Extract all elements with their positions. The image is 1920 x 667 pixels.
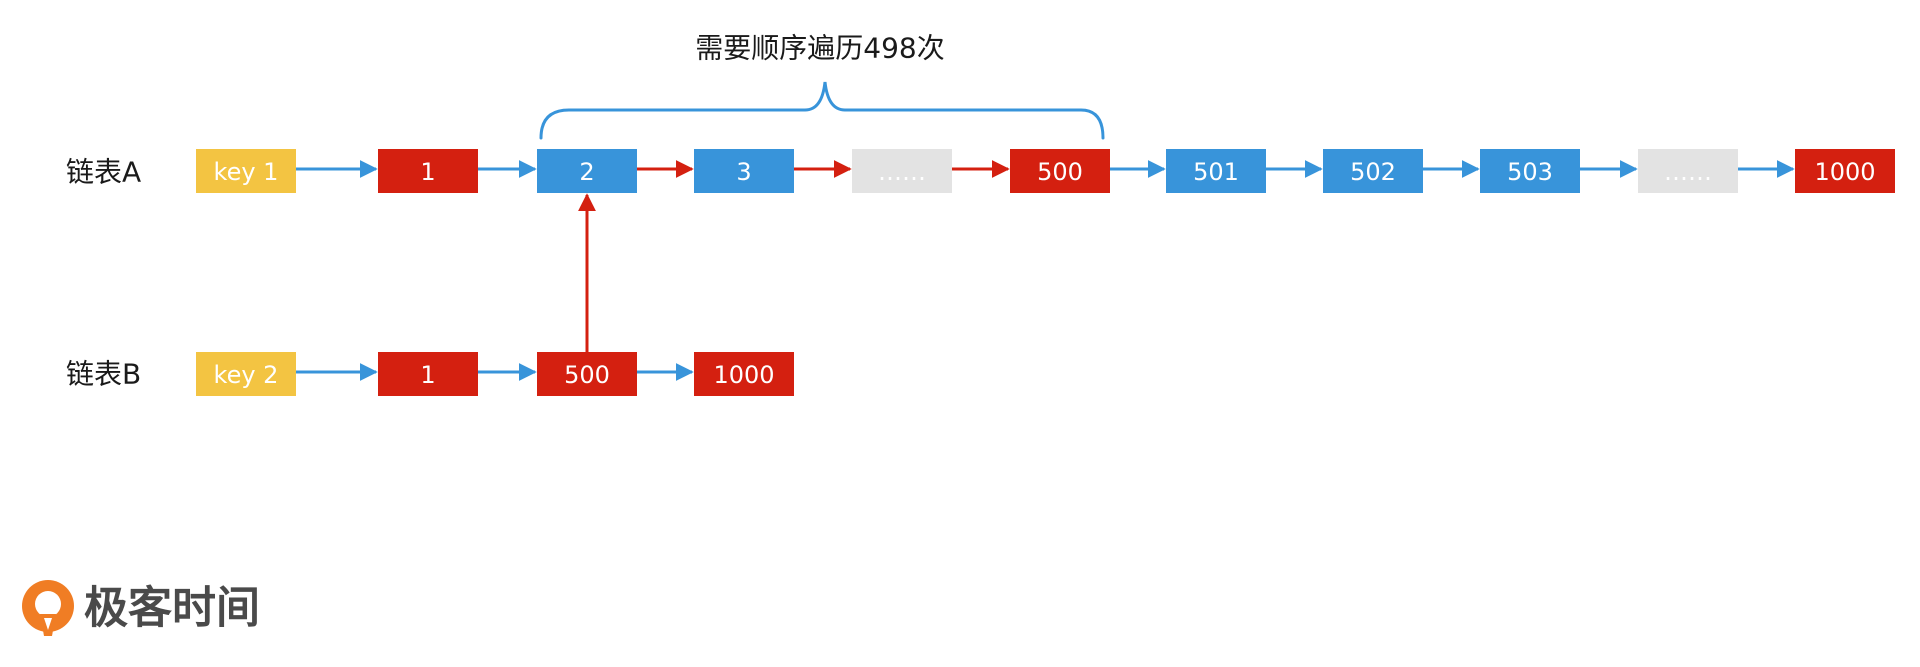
list-a-node-8-label: 503 xyxy=(1507,158,1553,186)
list-a-node-5: 500 xyxy=(1010,149,1110,193)
list-a-node-3-label: 3 xyxy=(736,158,751,186)
list-a-node-9-label: …… xyxy=(1664,158,1712,186)
list-a-node-2-box xyxy=(537,149,637,193)
list-b-nodes: key 2 1 500 1000 xyxy=(196,352,794,396)
traversal-brace xyxy=(539,81,1105,140)
geektime-logo-text: 极客时间 xyxy=(84,583,260,634)
list-b-node-0-box xyxy=(196,352,296,396)
list-a-node-2-label: 2 xyxy=(579,158,594,186)
geektime-logo: 极客时间 xyxy=(22,580,260,636)
list-a-node-9-box xyxy=(1638,149,1738,193)
list-a-node-10: 1000 xyxy=(1795,149,1895,193)
list-a-nodes: key 1 1 2 3 …… 500 501 502 503 …… 1000 xyxy=(196,149,1895,193)
list-b-node-0: key 2 xyxy=(196,352,296,396)
list-b-node-1-label: 1 xyxy=(420,361,435,389)
list-a-node-6: 501 xyxy=(1166,149,1266,193)
list-a-node-1-box xyxy=(378,149,478,193)
list-a-node-8: 503 xyxy=(1480,149,1580,193)
list-a-node-9: …… xyxy=(1638,149,1738,193)
list-a-node-1: 1 xyxy=(378,149,478,193)
list-b-node-0-label: key 2 xyxy=(214,361,279,389)
list-a-node-5-label: 500 xyxy=(1037,158,1083,186)
list-a-node-7: 502 xyxy=(1323,149,1423,193)
list-a-node-1-label: 1 xyxy=(420,158,435,186)
list-b-node-3: 1000 xyxy=(694,352,794,396)
list-a-node-0-box xyxy=(196,149,296,193)
list-a-node-10-box xyxy=(1795,149,1895,193)
list-a-label: 链表A xyxy=(66,156,141,189)
list-a-node-0-label: key 1 xyxy=(214,158,279,186)
list-b-node-2: 500 xyxy=(537,352,637,396)
geektime-logo-icon xyxy=(22,580,74,636)
list-b-node-3-box xyxy=(694,352,794,396)
list-b-node-1-box xyxy=(378,352,478,396)
list-a-node-5-box xyxy=(1010,149,1110,193)
list-a-node-3: 3 xyxy=(694,149,794,193)
list-a-node-3-box xyxy=(694,149,794,193)
list-a-node-4-box xyxy=(852,149,952,193)
traversal-annotation: 需要顺序遍历498次 xyxy=(695,32,944,65)
list-a-node-7-label: 502 xyxy=(1350,158,1396,186)
list-a-node-8-box xyxy=(1480,149,1580,193)
list-a-node-7-box xyxy=(1323,149,1423,193)
list-b-node-3-label: 1000 xyxy=(713,361,774,389)
list-a-node-10-label: 1000 xyxy=(1814,158,1875,186)
list-a-node-4: …… xyxy=(852,149,952,193)
list-a-node-0: key 1 xyxy=(196,149,296,193)
list-b-node-1: 1 xyxy=(378,352,478,396)
list-b-node-2-label: 500 xyxy=(564,361,610,389)
list-a-node-2: 2 xyxy=(537,149,637,193)
list-b-node-2-box xyxy=(537,352,637,396)
list-b-label: 链表B xyxy=(66,358,141,391)
list-a-node-6-label: 501 xyxy=(1193,158,1239,186)
list-a-node-4-label: …… xyxy=(878,158,926,186)
list-a-node-6-box xyxy=(1166,149,1266,193)
